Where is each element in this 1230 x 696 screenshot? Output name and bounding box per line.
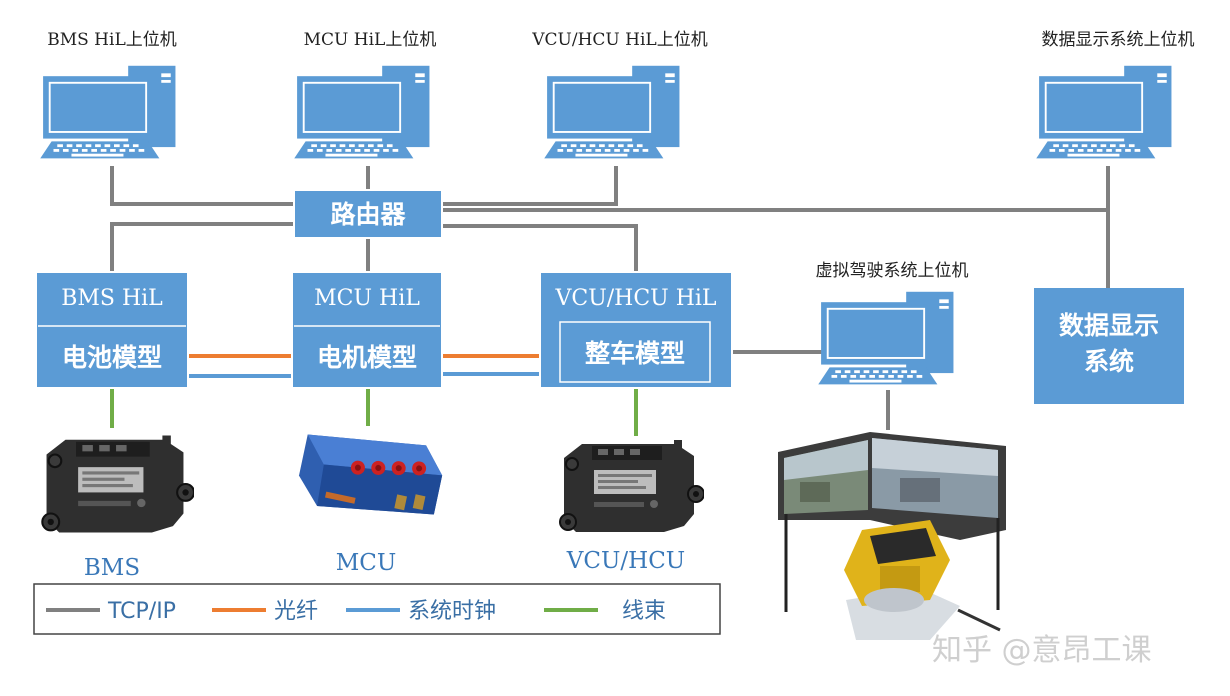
computer-icon	[543, 64, 681, 160]
sim-host-label: 虚拟驾驶系统上位机	[816, 261, 969, 281]
computer-icon	[293, 64, 431, 160]
mcu-host-label: MCU HiL上位机	[304, 30, 437, 50]
bms-device-label: BMS	[84, 555, 140, 581]
driving-simulator-image	[778, 432, 1006, 640]
mcu-device-label: MCU	[336, 550, 397, 576]
mcu-hil-title: MCU HiL	[314, 286, 420, 311]
legend-label-fiber: 光纤	[274, 599, 318, 624]
legend-label-tcp-ip: TCP/IP	[107, 599, 176, 624]
vcu-device: VCU/HCU	[558, 438, 704, 574]
bms-host: BMS HiL上位机	[39, 30, 177, 160]
vehicle-model-label: 整车模型	[585, 339, 685, 368]
mcu-device	[298, 434, 443, 515]
legend-item-fiber: 光纤	[212, 599, 318, 624]
vcu-hil-title: VCU/HCU HiL	[554, 286, 716, 311]
vcu-hil-box: VCU/HCU HiL 整车模型	[539, 271, 733, 389]
data-display-line2: 系统	[1084, 347, 1134, 376]
bms-host-label: BMS HiL上位机	[47, 30, 177, 50]
tcp-ip-lines	[110, 166, 1110, 430]
data-display-box: 数据显示 系统	[1034, 288, 1184, 404]
mcu-device-image	[298, 434, 443, 515]
router-label: 路由器	[330, 200, 406, 229]
legend-label-clock: 系统时钟	[408, 599, 496, 624]
sim-host: 虚拟驾驶系统上位机	[816, 261, 969, 386]
data-host: 数据显示系统上位机	[1035, 30, 1195, 160]
mcu-hil-box: MCU HiL 电机模型	[291, 271, 443, 389]
mcu-host: MCU HiL上位机	[293, 30, 437, 160]
vcu-host-label: VCU/HCU HiL上位机	[531, 30, 707, 50]
router: 路由器	[293, 189, 443, 239]
legend-item-harness: 线束	[544, 599, 666, 624]
bms-device: BMS	[41, 434, 194, 581]
data-host-label: 数据显示系统上位机	[1042, 30, 1195, 50]
watermark: 知乎 @意昂工课	[932, 633, 1152, 668]
vcu-device-label: VCU/HCU	[566, 548, 685, 574]
legend: TCP/IP 光纤 系统时钟 线束	[33, 583, 721, 635]
legend-label-harness: 线束	[622, 599, 666, 624]
harness-lines	[110, 388, 638, 436]
ecu-device-image	[558, 438, 704, 534]
legend-item-tcp-ip: TCP/IP	[46, 599, 176, 624]
bms-hil-box: BMS HiL 电池模型	[35, 271, 189, 389]
bms-hil-title: BMS HiL	[61, 286, 163, 311]
vcu-host: VCU/HCU HiL上位机	[531, 30, 708, 160]
legend-item-clock: 系统时钟	[346, 599, 496, 624]
computer-icon	[1035, 64, 1173, 160]
motor-model-label: 电机模型	[317, 343, 417, 372]
data-display-line1: 数据显示	[1059, 311, 1159, 340]
battery-model-label: 电池模型	[62, 343, 162, 372]
clock-lines	[188, 372, 542, 378]
ecu-device-image	[41, 434, 194, 534]
computer-icon	[39, 64, 177, 160]
computer-icon	[817, 290, 955, 386]
